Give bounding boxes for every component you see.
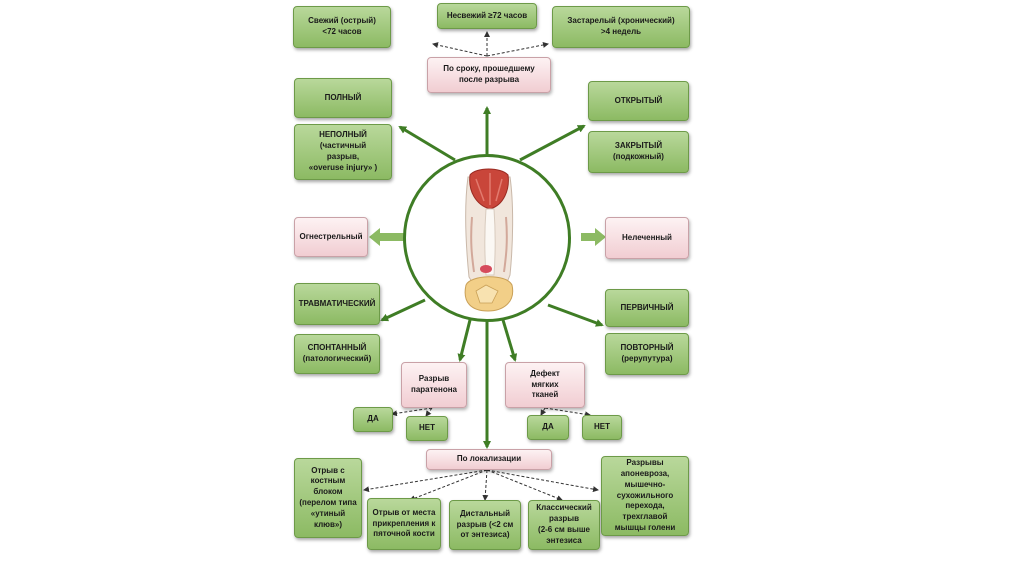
- block-arrow-left: [369, 228, 404, 246]
- dash-time-chronic: [486, 42, 549, 57]
- primary-box: ПЕРВИЧНЫЙ: [605, 289, 689, 327]
- full-box: ПОЛНЫЙ: [294, 78, 392, 118]
- dash-loc-insertion: [409, 469, 488, 501]
- gunshot-box: Огнестрельный: [294, 217, 368, 257]
- soft-yes-box: ДА: [527, 415, 569, 440]
- insertion-box: Отрыв от места прикрепления к пяточной к…: [367, 498, 441, 550]
- paratenon-yes-box: ДА: [353, 407, 393, 432]
- dash-loc-aponeurosis: [486, 469, 599, 493]
- center-circle: [403, 154, 571, 322]
- arrow-up-right: [519, 124, 586, 162]
- arrow-down-left: [380, 298, 426, 322]
- fresh-box: Свежий (острый) <72 часов: [293, 6, 391, 48]
- soft-no-box: НЕТ: [582, 415, 622, 440]
- dash-paratenon-no: [425, 407, 433, 417]
- arrow-down-right-small: [501, 319, 518, 362]
- loc-root-box: По локализации: [426, 449, 552, 470]
- notfresh-box: Несвежий ≥72 часов: [437, 3, 537, 29]
- paratenon-box: Разрыв паратенона: [401, 362, 467, 408]
- bone-avulsion-box: Отрыв с костным блоком (перелом типа «ут…: [294, 458, 362, 538]
- dash-loc-bone: [363, 469, 488, 493]
- soft-tissue-box: Дефект мягких тканей: [505, 362, 585, 408]
- block-arrow-right: [581, 228, 606, 246]
- dash-paratenon-yes: [391, 407, 433, 417]
- radial-arrows: [380, 106, 604, 449]
- dashed-connectors: [363, 31, 599, 501]
- closed-box: ЗАКРЫТЫЙ (подкожный): [588, 131, 689, 173]
- chronic-box: Застарелый (хронический) >4 недель: [552, 6, 690, 48]
- dash-soft-no: [544, 407, 591, 418]
- dash-soft-yes: [540, 407, 547, 416]
- paratenon-no-box: НЕТ: [406, 416, 448, 441]
- arrow-down-right: [547, 303, 604, 327]
- dash-time-fresh: [432, 42, 488, 57]
- achilles-tendon-illustration-icon: [464, 168, 514, 312]
- time-root-box: По сроку, прошедшему после разрыва: [427, 57, 551, 93]
- dash-loc-distal: [482, 469, 489, 501]
- classic-box: Классический разрыв (2-6 см выше энтезис…: [528, 500, 600, 550]
- untreated-box: Нелеченный: [605, 217, 689, 259]
- repeat-box: ПОВТОРНЫЙ (рерупутура): [605, 333, 689, 375]
- traumatic-box: ТРАВМАТИЧЕСКИЙ: [294, 283, 380, 325]
- spontaneous-box: СПОНТАННЫЙ (патологический): [294, 334, 380, 374]
- partial-box: НЕПОЛНЫЙ (частичный разрыв, «overuse inj…: [294, 124, 392, 180]
- aponeurosis-box: Разрывы апоневроза, мышечно- сухожильног…: [601, 456, 689, 536]
- dash-loc-classic: [486, 469, 563, 501]
- open-box: ОТКРЫТЫЙ: [588, 81, 689, 121]
- arrow-down-left-small: [457, 319, 472, 362]
- distal-box: Дистальный разрыв (<2 см от энтезиса): [449, 500, 521, 550]
- arrow-up-left: [398, 125, 456, 162]
